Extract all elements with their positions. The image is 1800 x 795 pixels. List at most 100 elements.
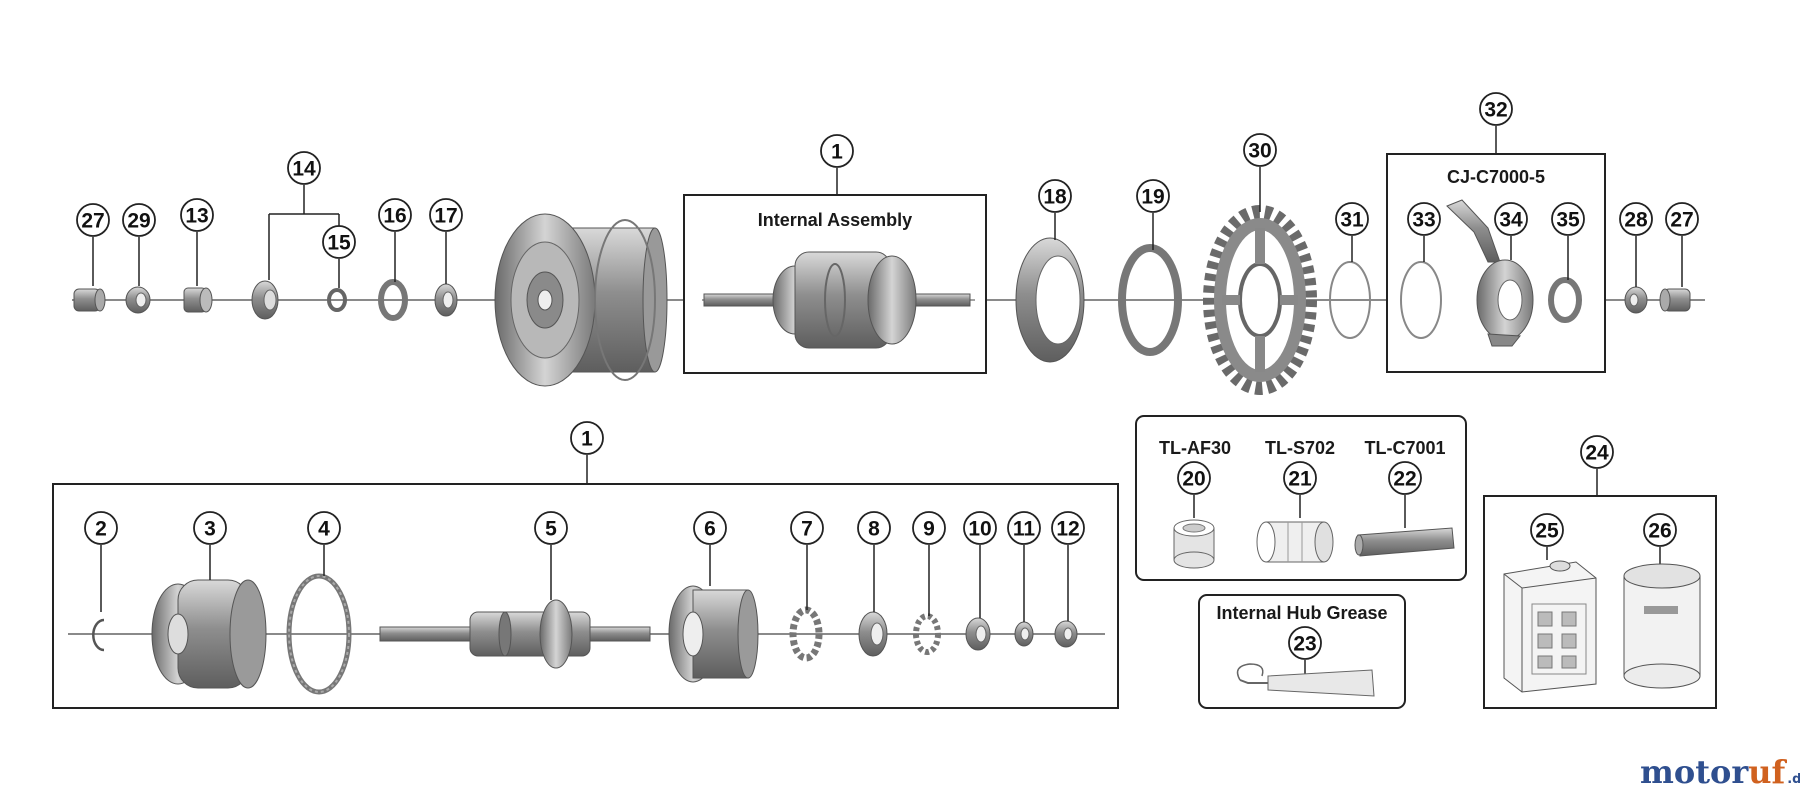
callout-1-bottom: 1 xyxy=(570,421,604,484)
callout-33: 33 xyxy=(1407,202,1441,262)
svg-text:2: 2 xyxy=(95,518,107,541)
svg-text:10: 10 xyxy=(968,518,991,541)
grease-jar-part xyxy=(1623,563,1701,689)
part-8-cone xyxy=(858,611,888,657)
part-10-nut xyxy=(965,617,991,651)
oil-can-part xyxy=(1503,560,1597,693)
svg-text:16: 16 xyxy=(383,205,406,228)
callout-27-left: 27 xyxy=(76,203,110,286)
svg-text:27: 27 xyxy=(1670,209,1693,232)
callout-32: 32 xyxy=(1479,92,1513,154)
part-16-spacer xyxy=(378,279,408,321)
part-3-gear-unit xyxy=(151,579,267,689)
svg-text:12: 12 xyxy=(1056,518,1079,541)
part-17-lock-nut xyxy=(434,283,458,317)
svg-text:31: 31 xyxy=(1340,209,1364,232)
callout-13: 13 xyxy=(180,198,214,286)
tool-af30-part xyxy=(1173,519,1215,569)
callout-23: 23 xyxy=(1288,626,1322,674)
svg-text:29: 29 xyxy=(127,210,150,233)
part-34-cassette-joint xyxy=(1446,199,1534,347)
callout-35: 35 xyxy=(1551,202,1585,280)
svg-text:26: 26 xyxy=(1648,520,1671,543)
hub-shell xyxy=(494,213,668,387)
part-15-washer xyxy=(327,288,347,312)
svg-text:6: 6 xyxy=(704,518,716,541)
svg-text:35: 35 xyxy=(1556,209,1580,232)
svg-text:27: 27 xyxy=(81,210,104,233)
grease-label: Internal Hub Grease xyxy=(1216,603,1387,623)
tool-af30-label: TL-AF30 xyxy=(1159,438,1231,458)
svg-text:11: 11 xyxy=(1013,518,1036,541)
part-13-cone-nut xyxy=(183,287,213,313)
grease-tube-part xyxy=(1236,663,1375,697)
part-7-bearing xyxy=(789,606,823,662)
part-28-washer xyxy=(1624,286,1648,314)
callout-15: 15 xyxy=(322,225,356,288)
svg-text:20: 20 xyxy=(1182,468,1205,491)
part-12-lock-nut xyxy=(1054,620,1078,648)
callout-12: 12 xyxy=(1051,511,1085,621)
callout-29: 29 xyxy=(122,203,156,286)
part-4-ring xyxy=(286,573,352,695)
callout-14: 14 xyxy=(268,151,340,280)
motoruf-watermark: motoruf.de xyxy=(1640,753,1800,791)
part-6-driver xyxy=(668,585,759,683)
svg-text:28: 28 xyxy=(1624,209,1648,232)
svg-text:9: 9 xyxy=(923,518,935,541)
callout-17: 17 xyxy=(429,198,463,284)
callout-2: 2 xyxy=(84,511,118,612)
svg-text:4: 4 xyxy=(318,518,330,541)
svg-text:1: 1 xyxy=(831,141,843,164)
svg-text:3: 3 xyxy=(204,518,216,541)
callout-4: 4 xyxy=(307,511,341,576)
callout-1-top: 1 xyxy=(820,134,854,195)
svg-text:33: 33 xyxy=(1412,209,1435,232)
cj-kit-label: CJ-C7000-5 xyxy=(1447,167,1545,187)
svg-text:1: 1 xyxy=(581,428,593,451)
internal-assembly-part xyxy=(702,251,975,349)
svg-text:15: 15 xyxy=(327,232,351,255)
part-29-lock-washer xyxy=(125,286,151,314)
internal-assembly-label: Internal Assembly xyxy=(758,210,912,230)
tool-c7001-part xyxy=(1354,527,1455,557)
part-33-ring xyxy=(1400,261,1442,339)
part-2-clip xyxy=(92,618,105,652)
callout-16: 16 xyxy=(378,198,412,282)
tool-s702-part xyxy=(1256,521,1334,563)
tool-c7001-label: TL-C7001 xyxy=(1364,438,1445,458)
part-31-snap-ring xyxy=(1329,261,1371,339)
svg-text:21: 21 xyxy=(1288,468,1312,491)
callout-22: 22 xyxy=(1388,461,1422,528)
callout-34: 34 xyxy=(1494,202,1528,260)
part-9-toothed-washer xyxy=(913,613,941,655)
part-14-cap-nut xyxy=(251,280,279,320)
svg-text:13: 13 xyxy=(185,205,208,228)
part-35-lock-ring xyxy=(1548,277,1582,323)
callout-28: 28 xyxy=(1619,202,1653,287)
callout-5: 5 xyxy=(534,511,568,600)
svg-text:14: 14 xyxy=(292,158,316,181)
callout-18: 18 xyxy=(1038,179,1072,240)
svg-text:23: 23 xyxy=(1293,633,1316,656)
part-30-sprocket xyxy=(1203,205,1317,395)
callout-31: 31 xyxy=(1335,202,1369,262)
callout-7: 7 xyxy=(790,511,824,610)
callout-6: 6 xyxy=(693,511,727,586)
callout-3: 3 xyxy=(193,511,227,580)
svg-text:30: 30 xyxy=(1248,140,1271,163)
callout-21: 21 xyxy=(1283,461,1317,518)
svg-text:5: 5 xyxy=(545,518,557,541)
part-19-ring xyxy=(1118,244,1182,356)
svg-text:7: 7 xyxy=(801,518,813,541)
svg-text:22: 22 xyxy=(1393,468,1416,491)
svg-text:17: 17 xyxy=(434,205,457,228)
tool-s702-label: TL-S702 xyxy=(1265,438,1335,458)
callout-8: 8 xyxy=(857,511,891,612)
part-18-dust-cap xyxy=(1015,237,1085,363)
callout-20: 20 xyxy=(1177,461,1211,518)
callout-19: 19 xyxy=(1136,179,1170,250)
part-5-hub-axle xyxy=(379,599,651,669)
svg-text:18: 18 xyxy=(1043,186,1067,209)
